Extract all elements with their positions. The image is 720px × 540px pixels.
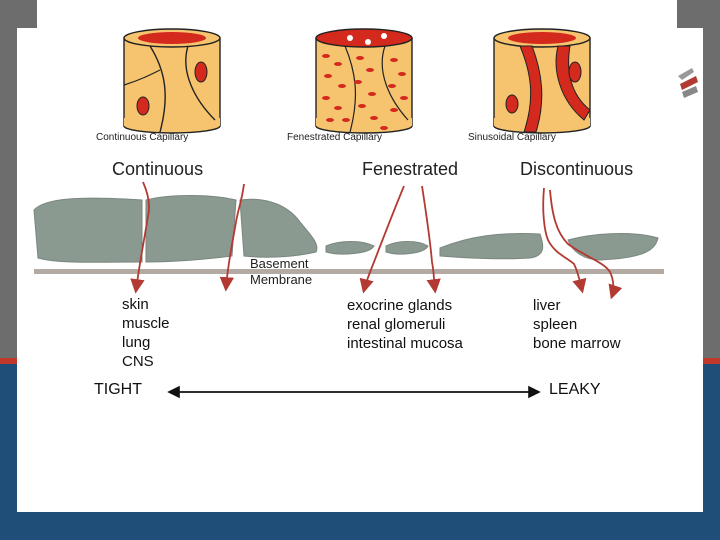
continuous-sites: skin muscle lung CNS: [122, 295, 170, 371]
site-item: CNS: [122, 353, 154, 370]
fenestrated-capillary-icon: [315, 28, 413, 134]
continuous-capillary-icon: [123, 28, 221, 134]
emblem-icon: [678, 68, 698, 98]
endothelial-cells: [33, 195, 659, 263]
site-item: skin: [122, 296, 149, 313]
site-item: muscle: [122, 315, 170, 332]
site-item: spleen: [533, 316, 578, 333]
site-item: liver: [533, 297, 561, 314]
basement-membrane-label: Basement Membrane: [250, 256, 312, 288]
slide-top-strip: [37, 0, 677, 28]
fenestrated-sites: exocrine glands renal glomeruli intestin…: [347, 296, 463, 353]
fenestrated-capillary-caption: Fenestrated Capillary: [287, 132, 383, 143]
pathway-arrows: [130, 181, 623, 300]
basement-membrane-line: [34, 269, 664, 274]
continuous-capillary-caption: Continuous Capillary: [96, 132, 189, 143]
discontinuous-sites: liver spleen bone marrow: [533, 296, 621, 353]
site-item: renal glomeruli: [347, 316, 446, 333]
site-item: lung: [122, 334, 151, 351]
basement-membrane-line1: Basement: [250, 256, 309, 271]
site-item: bone marrow: [533, 335, 621, 352]
leaky-label: LEAKY: [549, 381, 601, 398]
continuous-label: Continuous: [112, 159, 204, 179]
site-item: intestinal mucosa: [347, 335, 463, 352]
site-item: exocrine glands: [347, 297, 453, 314]
tight-label: TIGHT: [94, 381, 142, 398]
discontinuous-label: Discontinuous: [520, 159, 634, 179]
sinusoidal-capillary-caption: Sinusoidal Capillary: [468, 132, 556, 143]
fenestrated-label: Fenestrated: [362, 159, 459, 179]
basement-membrane-line2: Membrane: [250, 272, 313, 287]
sinusoidal-capillary-icon: [493, 28, 591, 134]
